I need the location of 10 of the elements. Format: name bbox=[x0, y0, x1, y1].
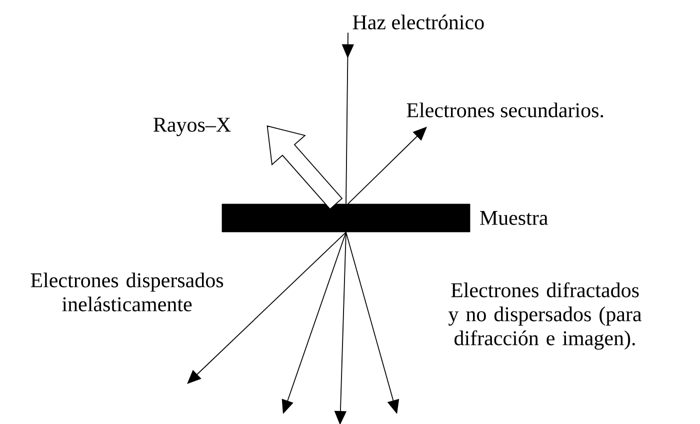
text-label: Haz electrónico bbox=[352, 14, 484, 30]
specimen-label: Muestra bbox=[480, 211, 548, 225]
text-label: Electrones secundarios. bbox=[406, 102, 604, 118]
arrow bbox=[348, 126, 427, 204]
text-label: Electrones difractados y no dispersados (para difracción e imagen). bbox=[448, 282, 642, 350]
arrow bbox=[342, 32, 354, 204]
arrow bbox=[187, 232, 346, 384]
text-label: Electrones dispersados inelásticamente bbox=[30, 272, 224, 312]
text-label: Rayos–X bbox=[154, 118, 231, 136]
specimen-bar bbox=[222, 204, 470, 232]
